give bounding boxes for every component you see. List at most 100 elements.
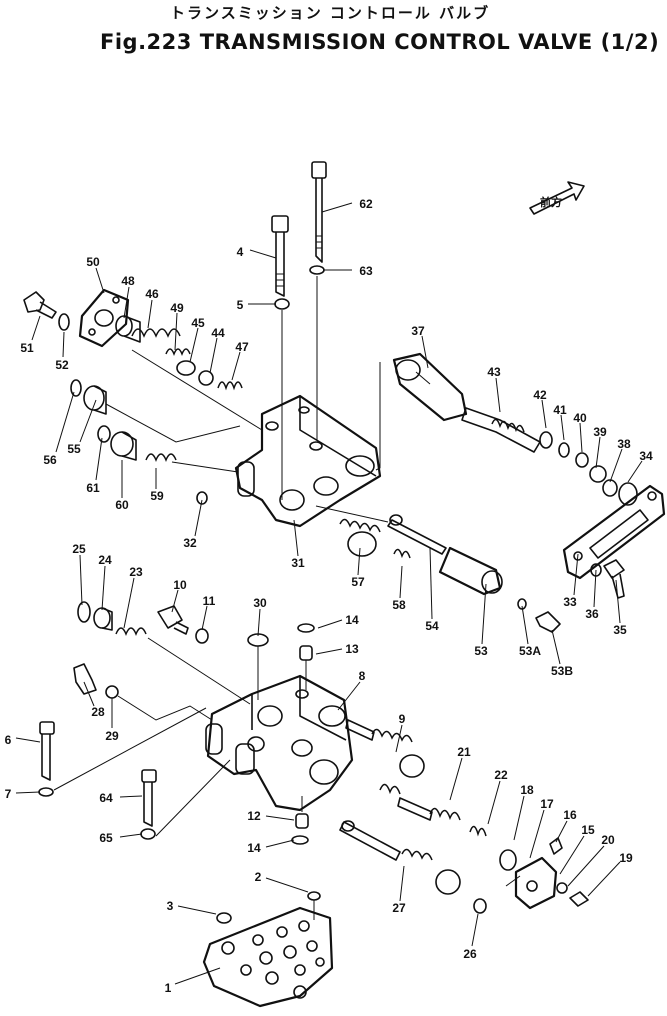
callout-42: 42: [533, 388, 547, 429]
callout-22: 22: [487, 768, 508, 825]
callout-53B: 53B: [551, 629, 573, 678]
leader-line: [79, 554, 83, 606]
callout-59: 59: [150, 468, 164, 503]
leader-line: [265, 815, 295, 821]
spool-21: [379, 783, 461, 821]
plug-26: [473, 898, 487, 914]
callout-44: 44: [209, 326, 225, 374]
bolt-62: [311, 161, 327, 263]
callout-label: 3: [167, 899, 174, 913]
plate-1: [202, 906, 334, 1008]
callout-label: 18: [520, 783, 534, 797]
plug-12: [295, 813, 309, 829]
callout-label: 22: [494, 768, 508, 782]
bolt-64: [141, 769, 157, 827]
callout-49: 49: [170, 301, 184, 351]
leader-line: [95, 267, 105, 294]
callout-56: 56: [43, 391, 75, 467]
leader-line: [249, 249, 277, 259]
callout-29: 29: [105, 698, 119, 743]
callout-label: 63: [359, 264, 373, 278]
callout-11: 11: [201, 594, 216, 631]
callout-37: 37: [411, 324, 429, 369]
leader-line: [209, 337, 218, 374]
callout-label: 60: [115, 498, 129, 512]
callout-label: 54: [425, 619, 439, 633]
callout-label: 10: [173, 578, 187, 592]
callout-label: 2: [255, 870, 262, 884]
spacer-44: [198, 370, 214, 386]
leader-line: [541, 399, 547, 429]
leader-line: [567, 845, 605, 887]
leader-line: [55, 391, 75, 453]
callout-52: 52: [55, 331, 69, 372]
callout-label: 35: [613, 623, 627, 637]
callout-label: 4: [237, 245, 244, 259]
leader-line: [529, 809, 545, 859]
spring-22: [469, 825, 487, 837]
callout-label: 1: [165, 981, 172, 995]
leader-line: [31, 315, 41, 341]
bolt-51: [23, 291, 57, 319]
callout-label: 27: [392, 901, 406, 915]
callout-label: 47: [235, 340, 249, 354]
leader-line: [421, 335, 429, 369]
callout-30: 30: [253, 596, 267, 637]
callout-6: 6: [5, 733, 41, 747]
leader-line: [495, 377, 501, 413]
callout-label: 8: [359, 669, 366, 683]
callout-label: 25: [72, 542, 86, 556]
washer-5: [274, 298, 290, 310]
callout-label: 40: [573, 411, 587, 425]
leader-line: [201, 605, 208, 631]
callout-64: 64: [99, 791, 143, 805]
leader-line: [551, 629, 561, 665]
spring-47: [217, 381, 243, 391]
leader-line: [257, 608, 261, 637]
callout-label: 14: [345, 613, 359, 627]
leader-line: [119, 795, 143, 798]
leader-line: [481, 583, 487, 645]
callout-55: 55: [67, 399, 97, 456]
leader-line: [579, 422, 583, 453]
leader-line: [265, 839, 295, 848]
leader-line: [449, 757, 463, 801]
callout-label: 13: [345, 642, 359, 656]
callout-65: 65: [99, 831, 143, 845]
leader-line: [321, 202, 353, 213]
leader-line: [573, 553, 579, 596]
nut-11: [195, 628, 209, 644]
spool-57: [339, 518, 381, 557]
callout-label: 43: [487, 365, 501, 379]
callout-label: 7: [5, 787, 12, 801]
leader-line: [62, 331, 65, 358]
callout-label: 31: [291, 556, 305, 570]
callout-47: 47: [231, 340, 249, 381]
callout-63: 63: [323, 264, 373, 278]
oring-14-top: [297, 623, 315, 633]
callout-3: 3: [167, 899, 217, 915]
leader-line: [487, 780, 501, 825]
callout-label: 24: [98, 553, 112, 567]
callout-label: 26: [463, 947, 477, 961]
leader-line: [15, 737, 41, 743]
callout-label: 14: [247, 841, 261, 855]
leader-line: [119, 833, 143, 838]
callout-18: 18: [513, 783, 534, 841]
callout-label: 6: [5, 733, 12, 747]
callout-60: 60: [115, 460, 129, 512]
title-japanese: トランスミッション コントロール バルブ: [170, 4, 491, 22]
oring-2: [307, 891, 321, 901]
ring-41: [558, 442, 570, 458]
callout-36: 36: [585, 569, 599, 621]
plug-16: [549, 837, 563, 855]
callout-14: 14: [247, 839, 295, 855]
callout-label: 56: [43, 453, 57, 467]
callout-label: 48: [121, 274, 135, 288]
callout-21: 21: [449, 745, 471, 801]
leader-line: [399, 865, 405, 902]
callout-label: 36: [585, 607, 599, 621]
callout-label: 15: [581, 823, 595, 837]
leader-line: [471, 913, 479, 947]
